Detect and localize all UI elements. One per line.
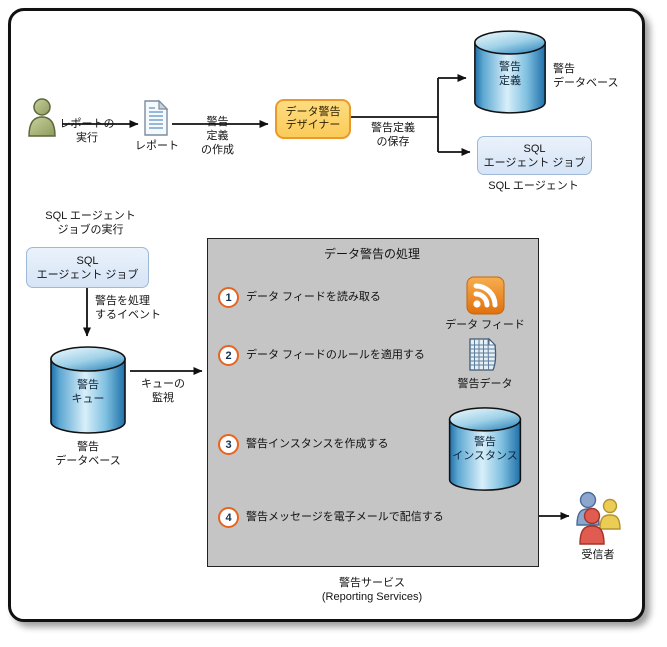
step-4-text: 警告メッセージを電子メールで配信する xyxy=(246,511,444,523)
alert-definition-cylinder: 警告 定義 xyxy=(472,28,548,116)
run-report-label: レポートの 実行 xyxy=(59,118,115,144)
alert-service-caption: 警告サービス (Reporting Services) xyxy=(321,577,423,603)
recipients-label: 受信者 xyxy=(581,549,615,561)
sql-agent-job-box-left: SQL エージェント ジョブ xyxy=(26,247,149,288)
save-alert-definition-label: 警告定義 の保存 xyxy=(371,122,415,148)
alert-database-top-label: 警告 データベース xyxy=(553,63,619,89)
process-alert-event-label: 警告を処理 するイベント xyxy=(95,295,161,321)
alert-queue-cylinder-label: 警告 キュー xyxy=(71,379,105,405)
alert-instance-cylinder-label: 警告 インスタンス xyxy=(452,436,518,462)
step-4-badge: 4 xyxy=(218,507,239,528)
alert-definition-cylinder-label: 警告 定義 xyxy=(499,61,521,87)
report-label: レポート xyxy=(135,140,179,152)
alert-queue-cylinder: 警告 キュー xyxy=(47,344,129,436)
step-3-text: 警告インスタンスを作成する xyxy=(246,438,389,450)
queue-monitor-label: キューの 監視 xyxy=(141,378,185,404)
sql-job-run-label: SQL エージェント ジョブの実行 xyxy=(45,210,136,236)
sql-agent-label: SQL エージェント xyxy=(488,180,579,192)
step-2-text: データ フィードのルールを適用する xyxy=(246,349,425,361)
alert-instance-cylinder: 警告 インスタンス xyxy=(446,405,524,493)
user-icon xyxy=(28,98,56,137)
step-2-badge: 2 xyxy=(218,345,239,366)
alert-data-label: 警告データ xyxy=(457,378,513,390)
data-alert-designer-box: データ警告 デザイナー xyxy=(275,99,351,139)
create-alert-definition-label: 警告 定義 の作成 xyxy=(201,116,234,156)
data-feed-label: データ フィード xyxy=(445,319,525,331)
step-3-badge: 3 xyxy=(218,434,239,455)
recipients-people-icon xyxy=(576,491,621,545)
data-feed-rss-icon xyxy=(466,276,505,315)
step-1-badge: 1 xyxy=(218,287,239,308)
alert-data-grid-icon xyxy=(469,337,497,371)
step-1-text: データ フィードを読み取る xyxy=(246,291,381,303)
report-document-icon xyxy=(144,99,169,136)
alert-database-left-label: 警告 データベース xyxy=(55,441,121,467)
sql-agent-job-box-top: SQL エージェント ジョブ xyxy=(477,136,592,175)
process-box-title: データ警告の処理 xyxy=(323,247,420,261)
